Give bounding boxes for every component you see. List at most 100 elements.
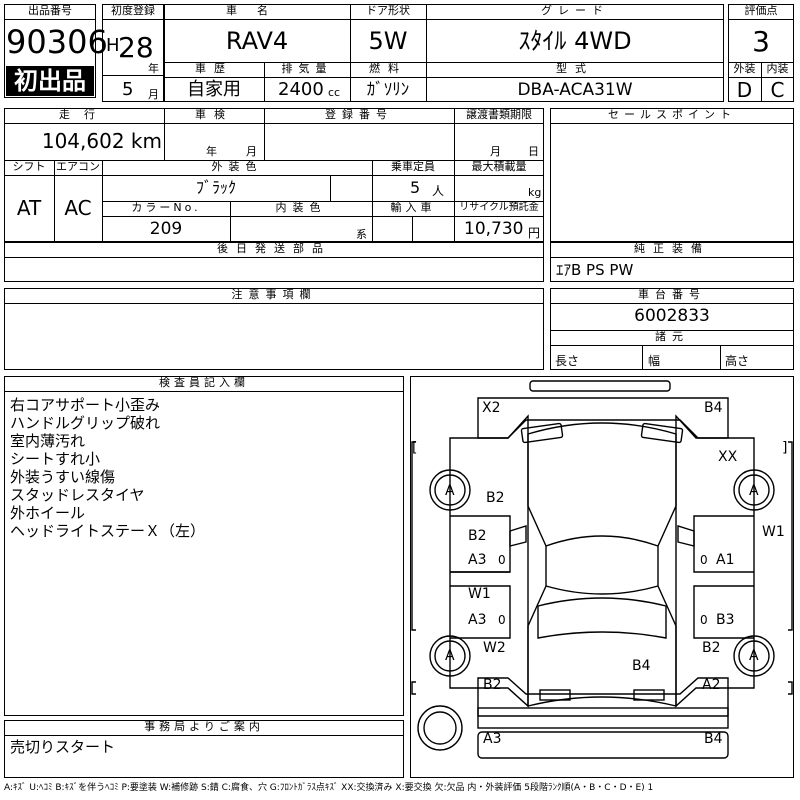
damage-rear-left: B2: [483, 677, 502, 693]
exterior-color: ﾌﾞﾗｯｸ: [195, 178, 236, 197]
inspector-label: 検査員記入欄: [159, 376, 249, 389]
first-reg-label: 初度登録: [111, 4, 155, 17]
shift-label: シフト: [12, 160, 46, 173]
zero-mark-left-2: 0: [498, 613, 506, 627]
length-label: 長さ: [555, 354, 580, 368]
genuine-label: 純正装備: [634, 242, 710, 255]
capacity-unit: 人: [432, 184, 445, 198]
first-reg-box: [102, 4, 164, 102]
vehicle-header-table: [164, 4, 724, 102]
score-label: 評価点: [744, 4, 778, 17]
color-no-label: カラーNo.: [131, 201, 201, 214]
grade: ｽﾀｲﾙ 4WD: [518, 27, 632, 55]
score: 3: [752, 25, 770, 58]
later-parts-label: 後日発送部品: [217, 242, 331, 255]
inspector-note: ヘッドライトステーＸ（左）: [10, 522, 206, 540]
car-name-label: 車名: [226, 4, 288, 17]
reg-year-unit: 年: [148, 62, 159, 75]
max-load-label: 最大積載量: [471, 160, 527, 173]
inspector-note: ハンドルグリップ破れ: [10, 414, 161, 432]
displacement-label: 排気量: [281, 62, 333, 75]
era: H: [106, 35, 120, 56]
damage-right-mid: W1: [762, 524, 785, 540]
tire-rear-right: A: [749, 648, 759, 664]
car-name: RAV4: [225, 27, 289, 55]
genuine-equipment: ｴｱB PS PW: [556, 261, 634, 279]
damage-map: [410, 376, 794, 778]
reg-year: 28: [118, 31, 154, 64]
recycle-unit: 円: [528, 226, 541, 240]
inspector-note: 右コアサポート小歪み: [10, 396, 161, 414]
inspector-note: 外装うすい線傷: [10, 468, 116, 486]
damage-left-rear-quarter: W2: [483, 640, 506, 656]
lot-box: [4, 4, 96, 98]
reg-month-unit: 月: [148, 88, 159, 101]
office-box: [4, 720, 404, 778]
displacement-unit: cc: [328, 86, 341, 99]
door-label: ドア形状: [366, 4, 410, 17]
damage-right-front: XX: [718, 449, 738, 465]
inspector-note: 室内薄汚れ: [10, 432, 86, 450]
first-listing-text: 初出品: [14, 67, 86, 95]
capacity-label: 乗車定員: [391, 160, 435, 173]
damage-left-front-door-2: A3: [468, 552, 487, 568]
chassis-number: 6002833: [634, 306, 710, 326]
office-text: 売切りスタート: [10, 738, 116, 756]
damage-front-right: B4: [704, 400, 723, 416]
fuel-label: 燃料: [369, 62, 407, 75]
insp-month-unit: 月: [246, 145, 257, 158]
specs-label: 諸元: [655, 330, 689, 343]
max-load-unit: kg: [528, 186, 542, 199]
history: 自家用: [187, 79, 241, 100]
fuel: ｶﾞｿﾘﾝ: [366, 80, 410, 100]
displacement: 2400: [278, 79, 324, 100]
aircon-label: エアコン: [56, 160, 100, 173]
genuine-box: [550, 242, 794, 282]
lot-number: 90306: [6, 23, 108, 61]
transfer-label: 譲渡書類期限: [466, 108, 532, 121]
damage-back-right: B4: [704, 731, 723, 747]
exterior-color-label: 外装色: [211, 160, 263, 173]
door-type: 5W: [368, 27, 408, 55]
inspector-box: [4, 376, 404, 716]
transfer-month-unit: 月: [490, 145, 501, 158]
damage-right-front-door: A1: [716, 552, 735, 568]
zero-mark-right-2: 0: [700, 613, 708, 627]
shift: AT: [16, 196, 42, 220]
damage-left-front-door-1: B2: [468, 528, 487, 544]
later-parts-box: [4, 242, 544, 282]
inspection-label: 車検: [195, 108, 233, 121]
car-diagram: [ ]: [411, 380, 793, 759]
interior-color-unit: 系: [356, 228, 367, 241]
damage-left-rear-door-1: W1: [468, 586, 491, 602]
notes-label: 注意事項欄: [231, 288, 317, 301]
interior-color-label: 内装色: [275, 201, 327, 214]
model: DBA-ACA31W: [517, 80, 633, 100]
damage-hood-left: B2: [486, 490, 505, 506]
reg-no-label: 登録番号: [325, 108, 393, 121]
inspector-note: スタッドレスタイヤ: [10, 486, 145, 504]
import-label: 輸入車: [390, 201, 436, 214]
zero-mark-right-1: 0: [700, 553, 708, 567]
inspector-note: シートすれ小: [10, 450, 101, 468]
first-listing-badge: [6, 66, 94, 96]
mileage-label: 走行: [59, 108, 109, 121]
zero-mark-left-1: 0: [498, 553, 506, 567]
lot-label: 出品番号: [28, 4, 72, 17]
svg-text:[: [: [412, 440, 417, 456]
legend: A:ｷｽﾞ U:ﾍｺﾐ B:ｷｽﾞを伴うﾍｺﾐ P:要塗装 W:補修跡 S:錆 …: [4, 783, 654, 793]
capacity: 5: [410, 178, 421, 197]
width-label: 幅: [648, 354, 661, 368]
office-label: 事務局よりご案内: [144, 720, 264, 733]
sales-point-label: セールスポイント: [608, 108, 736, 121]
inspector-note: 外ホイール: [10, 504, 86, 522]
color-no: 209: [149, 219, 183, 239]
damage-front-left: X2: [482, 400, 501, 416]
damage-left-rear-door-2: A3: [468, 612, 487, 628]
tire-front-right: A: [749, 483, 759, 499]
svg-text:]: ]: [782, 440, 787, 456]
reg-month: 5: [122, 79, 134, 100]
damage-back-left: A3: [483, 731, 502, 747]
damage-right-rear-door: B3: [716, 612, 735, 628]
chassis-box: [550, 288, 794, 370]
